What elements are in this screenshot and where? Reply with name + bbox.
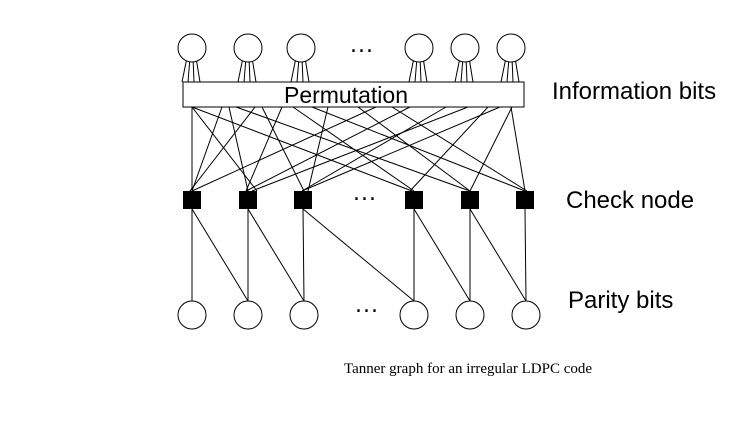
check-node-label: Check node [566, 187, 694, 214]
permutation-edge [251, 106, 469, 192]
permutation-edge [301, 106, 447, 192]
information-bit-node [286, 33, 316, 63]
info-fan-edge [500, 59, 506, 83]
info-fan-edge [251, 59, 257, 83]
check-parity-edge [302, 208, 415, 302]
information-bits-label: Information bits [552, 78, 716, 105]
info-fan-edge [187, 59, 191, 83]
parity-bit-node [511, 300, 541, 330]
info-fan-edge [460, 59, 464, 83]
info-fan-edge [304, 59, 310, 83]
parity-ellipsis: ... [355, 293, 379, 318]
info-fan-edge [422, 59, 428, 83]
parity-bit-node [177, 300, 207, 330]
permutation-edge [189, 106, 256, 192]
permutation-edge [191, 106, 413, 192]
parity-bit-nodes [177, 300, 541, 330]
info-fan-edge [296, 59, 300, 83]
info-fan-edge [506, 59, 510, 83]
permutation-edge [191, 106, 223, 192]
permutation-box [182, 81, 525, 108]
info-fan-edge [195, 59, 201, 83]
information-bit-node [450, 33, 480, 63]
check-node [294, 191, 312, 209]
check-node [405, 191, 423, 209]
parity-bit-node [233, 300, 263, 330]
check-parity-edge [524, 208, 527, 302]
info-fan-edge [301, 59, 304, 83]
info-fan-edge [468, 59, 474, 83]
check-nodes [183, 191, 534, 209]
information-bit-node [404, 33, 434, 63]
permutation-edge [357, 106, 471, 192]
information-bit-node [496, 33, 526, 63]
permutation-edge [245, 106, 283, 192]
info-fan-edge [248, 59, 251, 83]
permutation-edge [391, 106, 528, 192]
permutation-label: Permutation [284, 82, 408, 108]
info-fan-edge [243, 59, 247, 83]
permutation-edge [292, 106, 415, 192]
information-bit-node [177, 33, 207, 63]
info-fan-edge [454, 59, 460, 83]
permutation-edge [301, 106, 501, 192]
permutation-edge [409, 106, 489, 192]
info-fan-edge [511, 59, 514, 83]
info-fan-edge [237, 59, 243, 83]
info-fan-edge [290, 59, 296, 83]
permutation-edge [307, 106, 329, 192]
graph-edges [181, 59, 528, 302]
info-fan-edge [414, 59, 418, 83]
check-parity-edge [302, 208, 305, 302]
check-ellipsis: ... [353, 181, 377, 206]
info-fan-edge [465, 59, 468, 83]
info-fan-edge [419, 59, 422, 83]
check-parity-edge [247, 208, 305, 302]
parity-bits-label: Parity bits [568, 287, 673, 314]
permutation-edge [191, 106, 258, 192]
check-parity-edge [413, 208, 471, 302]
permutation-edge [311, 106, 526, 192]
info-ellipsis: ... [350, 33, 374, 58]
check-node [183, 191, 201, 209]
parity-bit-node [399, 300, 429, 330]
permutation-edge [228, 106, 249, 192]
check-parity-edge [191, 208, 249, 302]
permutation-edge [510, 106, 526, 192]
check-node [239, 191, 257, 209]
info-fan-edge [181, 59, 187, 83]
check-parity-edge [469, 208, 527, 302]
parity-bit-node [455, 300, 485, 330]
info-fan-edge [514, 59, 520, 83]
information-bit-node [233, 33, 263, 63]
figure-caption: Tanner graph for an irregular LDPC code [344, 361, 592, 377]
permutation-edge [191, 106, 377, 192]
permutation-edge [469, 106, 513, 192]
permutation-edge [245, 106, 411, 192]
info-fan-edge [408, 59, 414, 83]
check-node [461, 191, 479, 209]
information-bit-nodes [177, 33, 526, 63]
check-node [516, 191, 534, 209]
info-fan-edge [192, 59, 195, 83]
parity-bit-node [289, 300, 319, 330]
